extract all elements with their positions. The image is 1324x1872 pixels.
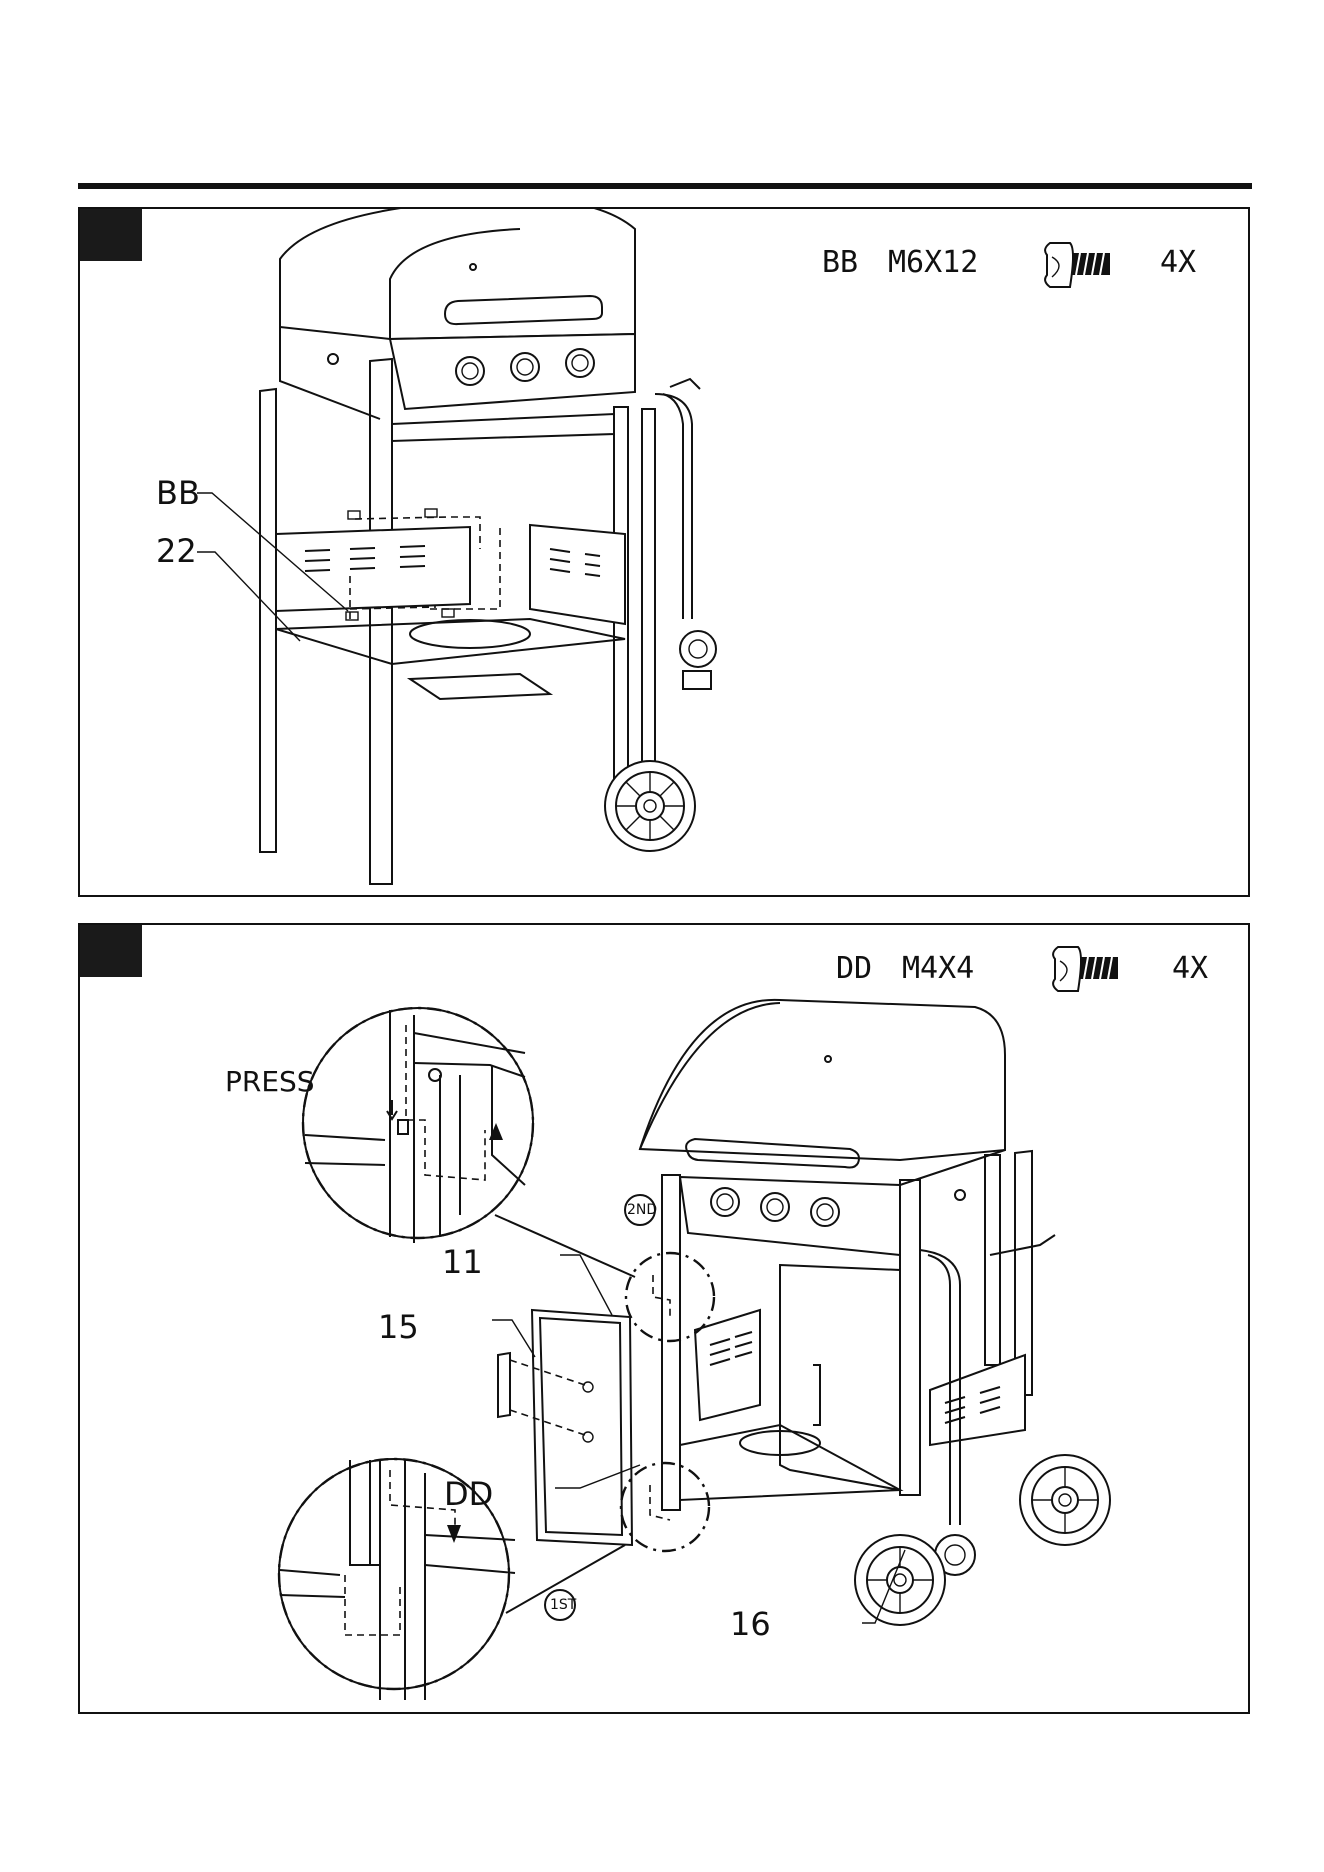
bolt-icon (1045, 243, 1110, 287)
grill-assembly-illustration-2 (80, 925, 1250, 1714)
callout-part-11: 11 (442, 1243, 483, 1281)
callout-part-16: 16 (730, 1605, 771, 1643)
hardware-quantity: 4X (1160, 245, 1196, 280)
callout-bolt-bb: BB (156, 474, 200, 512)
header-rule (78, 183, 1252, 189)
callout-part-15: 15 (378, 1308, 419, 1346)
order-marker-second: 2ND (627, 1202, 657, 1218)
hardware-size: M6X12 (888, 245, 978, 280)
callout-part-22: 22 (156, 532, 197, 570)
grill-assembly-illustration-1 (80, 209, 1250, 897)
order-marker-first: 1ST (550, 1597, 576, 1613)
step-panel-1: BB M6X12 4X BB 22 (78, 207, 1250, 897)
hardware-quantity: 4X (1172, 951, 1208, 986)
screw-icon (1053, 947, 1118, 991)
step-panel-2: DD M4X4 4X PRESS 11 15 DD 16 1ST 2ND (78, 923, 1250, 1714)
hardware-code: BB (822, 245, 858, 280)
hardware-size: M4X4 (902, 951, 974, 986)
hardware-code: DD (836, 951, 872, 986)
callout-press: PRESS (225, 1065, 315, 1098)
callout-screw-dd: DD (444, 1475, 493, 1513)
